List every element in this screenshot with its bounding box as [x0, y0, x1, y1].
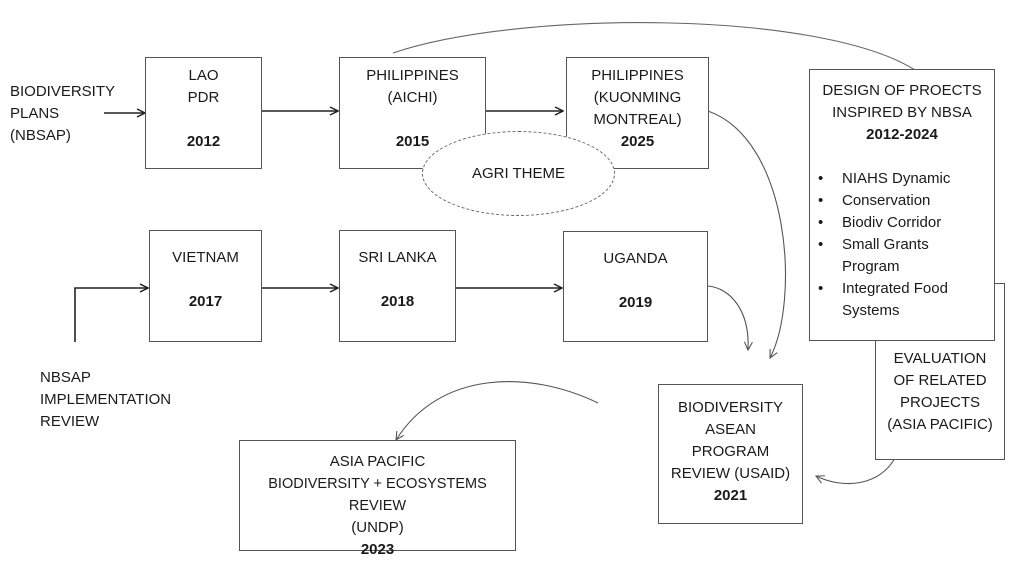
node-uganda: UGANDA 2019 [563, 231, 708, 342]
label-biodiversity-plans: BIODIVERSITY PLANS (NBSAP) [10, 83, 116, 144]
list-item: Biodiv Corridor [810, 212, 994, 234]
list-item: NIAHS Dynamic [810, 168, 994, 190]
year-label: 2015 [395, 133, 430, 150]
agri-theme-ellipse: AGRI THEME [422, 131, 615, 216]
year-label: 2021 [713, 487, 748, 504]
year-label: 2012-2024 [866, 126, 938, 143]
project-list: NIAHS Dynamic Conservation Biodiv Corrid… [810, 168, 994, 322]
year-label: 2025 [620, 133, 655, 150]
node-asia-pacific-review: ASIA PACIFIC BIODIVERSITY + ECOSYSTEMS R… [239, 440, 516, 558]
node-lao-pdr: LAO PDR 2012 [145, 57, 262, 169]
list-item: Small Grants Program [810, 234, 952, 278]
curve-uganda-to-asean [707, 285, 748, 350]
year-label: 2019 [618, 294, 653, 311]
node-vietnam: VIETNAM 2017 [149, 230, 262, 342]
label-implementation-review: NBSAP IMPLEMENTATION REVIEW [40, 369, 172, 430]
node-asean-review: BIODIVERSITY ASEAN PROGRAM REVIEW (USAID… [658, 384, 803, 524]
list-item: Conservation [810, 190, 994, 212]
curve-kunming-to-asean [707, 110, 787, 358]
year-label: 2012 [186, 133, 221, 150]
arrow-review-to-vietnam [74, 288, 148, 342]
list-item: Integrated Food Systems [810, 278, 972, 322]
curve-aichi-to-design [392, 22, 916, 71]
curve-asean-to-asia [396, 381, 599, 440]
year-label: 2017 [188, 293, 223, 310]
year-label: 2018 [380, 293, 415, 310]
node-sri-lanka: SRI LANKA 2018 [339, 230, 456, 342]
year-label: 2023 [360, 541, 395, 558]
node-design-of-projects: DESIGN OF PROECTS INSPIRED BY NBSA 2012-… [809, 69, 995, 341]
curve-evaluation-to-asean [816, 457, 896, 485]
